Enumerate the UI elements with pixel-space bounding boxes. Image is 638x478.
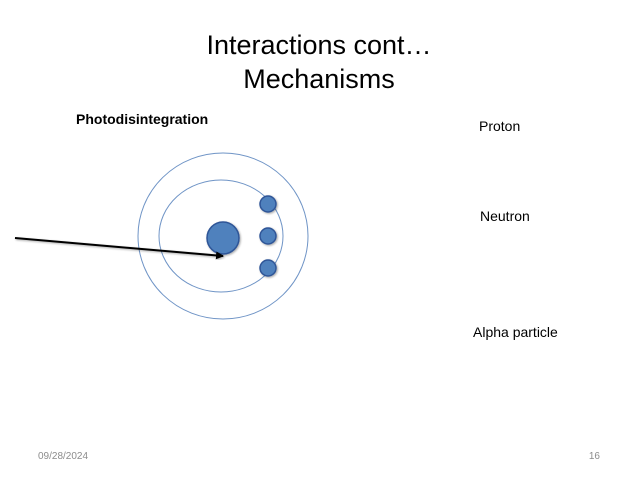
inner-orbit [158,179,284,293]
title-line-1: Interactions cont… [206,30,432,60]
footer-page-number: 16 [588,451,600,462]
outer-orbit [137,152,309,320]
incoming-photon-arrow-icon [14,237,224,260]
particle-neutron [259,227,277,245]
label-alpha-particle: Alpha particle [473,324,558,340]
label-neutron: Neutron [480,208,530,224]
label-proton: Proton [479,118,521,134]
particle-alpha [259,259,277,277]
slide-title: Interactions cont… Mechanisms [0,28,638,96]
title-line-2: Mechanisms [243,64,395,94]
footer-date: 09/28/2024 [38,451,89,462]
subheading-photodisintegration: Photodisintegration [76,111,209,127]
nucleus [206,221,240,255]
particle-proton [259,195,277,213]
